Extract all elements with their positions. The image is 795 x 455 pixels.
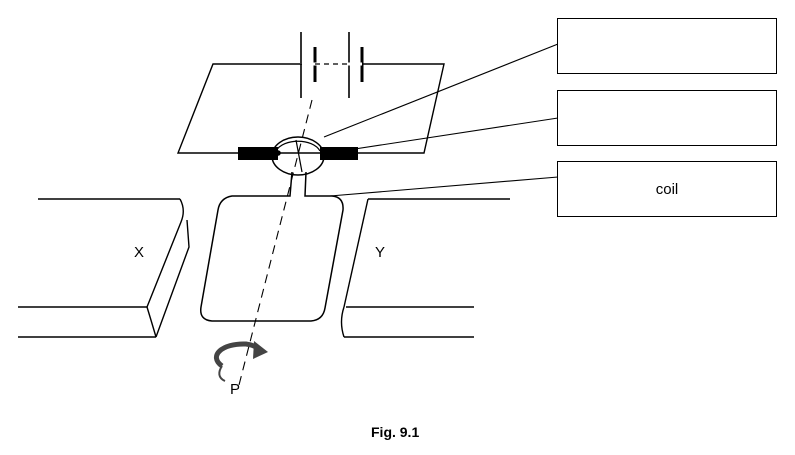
answer-box-coil[interactable]: coil <box>557 161 777 217</box>
rotation-arrow-icon <box>214 341 268 382</box>
leader-lines <box>321 43 559 197</box>
answer-box-2[interactable] <box>557 90 777 146</box>
label-x: X <box>134 244 145 261</box>
coil-loop <box>199 171 344 322</box>
rotation-axis <box>238 99 313 386</box>
magnet-x <box>18 198 190 338</box>
label-p: P <box>230 381 241 398</box>
label-y: Y <box>375 244 386 261</box>
circuit-platform <box>176 63 445 154</box>
magnet-y <box>340 198 510 338</box>
commutator <box>271 136 325 176</box>
answer-box-1[interactable] <box>557 18 777 74</box>
brush-left <box>238 147 278 160</box>
figure-caption: Fig. 9.1 <box>371 424 420 440</box>
